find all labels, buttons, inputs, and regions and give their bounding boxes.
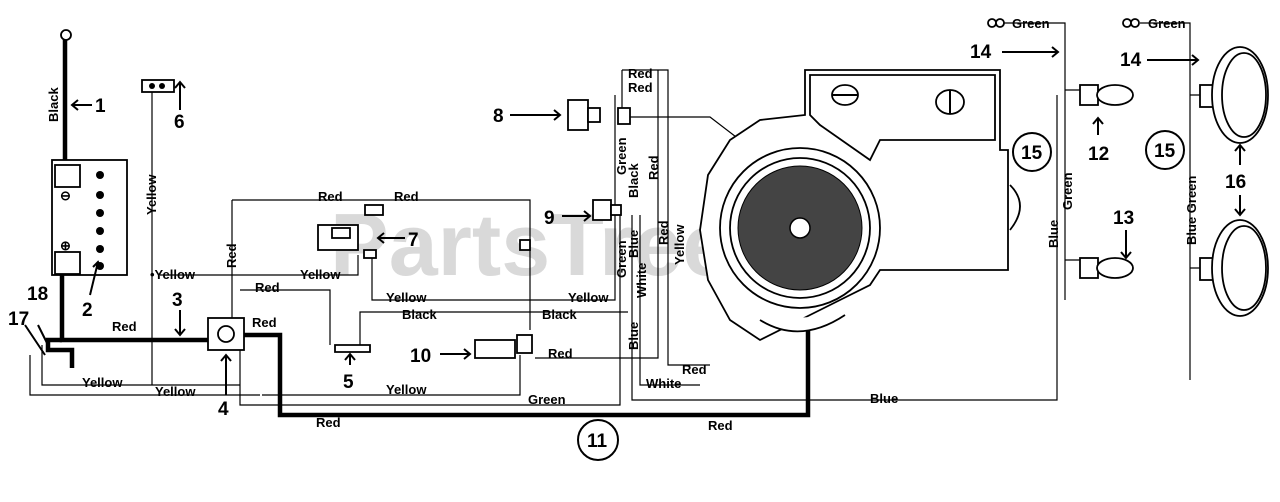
- label-green-low: Green: [528, 392, 566, 407]
- callout-9: 9: [544, 208, 555, 229]
- label-black-mid2: Black: [542, 307, 577, 322]
- svg-text:⊖: ⊖: [60, 188, 71, 203]
- label-blue-v: Blue: [626, 230, 641, 258]
- label-white-v: White: [634, 263, 649, 298]
- label-white-low: White: [646, 376, 681, 391]
- switch-10: [474, 334, 533, 359]
- label-black-battery: Black: [46, 87, 61, 122]
- label-green-v: Green: [614, 137, 629, 175]
- label-yellow-7: Yellow: [300, 267, 341, 282]
- ground-clip: [141, 79, 175, 93]
- thin-wires: [29, 22, 1215, 406]
- battery: ⊖ ⊕: [51, 159, 128, 276]
- label-red-4b: Red: [252, 315, 277, 330]
- connector-head-left: [987, 18, 1005, 28]
- label-red-low: Red: [682, 362, 707, 377]
- callout-5: 5: [343, 372, 354, 393]
- connector-head-right: [1122, 18, 1140, 28]
- switch-9: [592, 199, 622, 221]
- callout-6: 6: [174, 112, 185, 133]
- sealed-beam-lower: [1199, 219, 1269, 317]
- callout-arrows: [24, 46, 1246, 395]
- ground-bracket: [334, 344, 371, 353]
- label-blue-low: Blue: [870, 391, 898, 406]
- callout-12: 12: [1088, 144, 1109, 165]
- label-yellow-arrow: •Yellow: [150, 267, 196, 282]
- battery-cable-terminal: [60, 29, 72, 41]
- label-black-mid: Black: [402, 307, 437, 322]
- callout-15-left: 15: [1021, 143, 1043, 164]
- callout-11: 11: [587, 431, 608, 452]
- label-blue-v2: Blue: [626, 322, 641, 350]
- label-black-v: Black: [626, 163, 641, 198]
- callout-1: 1: [95, 96, 106, 117]
- label-red-4: Red: [255, 280, 280, 295]
- label-red-top2: Red: [394, 189, 419, 204]
- label-red-vertical: Red: [224, 243, 239, 268]
- callout-2: 2: [82, 300, 93, 321]
- label-green-right-v: Green: [1060, 172, 1075, 210]
- callout-15-right: 15: [1154, 141, 1176, 162]
- callout-17: 17: [8, 309, 29, 330]
- headlight-bulb-upper: [1079, 84, 1134, 106]
- label-red-thick1: Red: [316, 415, 341, 430]
- callout-14-right: 14: [1120, 50, 1142, 71]
- label-yellow-bottom2: Yellow: [155, 384, 196, 399]
- callout-14-left: 14: [970, 42, 992, 63]
- thick-wires: [45, 40, 811, 418]
- label-yellow-vertical: Yellow: [144, 174, 159, 215]
- label-yellow-mid: Yellow: [386, 290, 427, 305]
- callout-4: 4: [218, 399, 229, 420]
- label-yellow-v2: Yellow: [672, 224, 687, 265]
- label-red-main: Red: [112, 319, 137, 334]
- engine: [699, 69, 1021, 342]
- connector-small: [363, 239, 531, 259]
- label-red-10: Red: [548, 346, 573, 361]
- label-red-thick2: Red: [708, 418, 733, 433]
- label-yellow-bottom1: Yellow: [82, 375, 123, 390]
- callout-18: 18: [27, 284, 48, 305]
- label-yellow-low: Yellow: [386, 382, 427, 397]
- callout-3: 3: [172, 290, 183, 311]
- label-yellow-mid2: Yellow: [568, 290, 609, 305]
- label-red-v2: Red: [656, 220, 671, 245]
- svg-text:⊕: ⊕: [60, 238, 71, 253]
- callout-7: 7: [408, 230, 419, 251]
- connector-8: [567, 99, 631, 131]
- label-blue-green: Blue Green: [1184, 176, 1199, 245]
- label-blue-right-v: Blue: [1046, 220, 1061, 248]
- callout-10: 10: [410, 346, 431, 367]
- wire-labels: Black Yellow Red Yellow Yellow •Yellow R…: [46, 16, 1199, 433]
- label-red-v: Red: [646, 155, 661, 180]
- label-red-top-a: Red: [628, 66, 653, 81]
- callout-16: 16: [1225, 172, 1246, 193]
- headlight-bulb-lower: [1079, 257, 1134, 279]
- key-switch: [317, 204, 384, 251]
- label-green-v2: Green: [614, 240, 629, 278]
- label-green-top-left: Green: [1012, 16, 1050, 31]
- callout-8: 8: [493, 106, 504, 127]
- label-green-top-right: Green: [1148, 16, 1186, 31]
- callout-13: 13: [1113, 208, 1134, 229]
- callout-numbers: 1 2 3 4 5 6 7 8 9 10 11 12 13 14 14 15 1…: [8, 42, 1246, 461]
- label-red-top1: Red: [318, 189, 343, 204]
- solenoid: [207, 317, 245, 351]
- sealed-beam-upper: [1199, 46, 1269, 144]
- label-red-top-b: Red: [628, 80, 653, 95]
